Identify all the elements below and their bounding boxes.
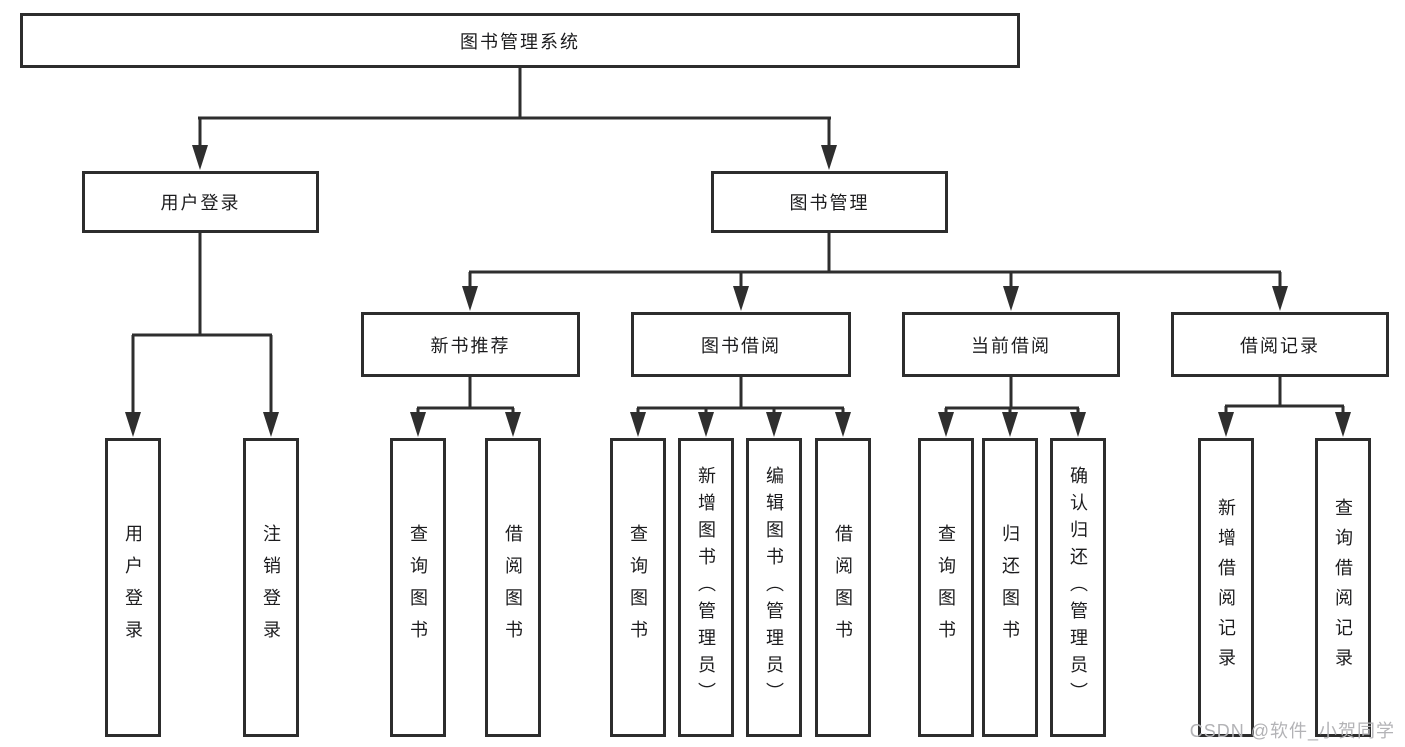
node-current-borrowing: 当前借阅 xyxy=(902,312,1120,377)
leaf-query-books-borrowing-label: 查询图书 xyxy=(628,523,648,652)
node-current-borrowing-label: 当前借阅 xyxy=(971,335,1051,356)
leaf-return-book-label: 归还图书 xyxy=(1000,523,1020,652)
node-book-borrowing-label: 图书借阅 xyxy=(701,335,781,356)
leaf-query-books-current-label: 查询图书 xyxy=(936,523,956,652)
arrowheads xyxy=(125,145,1351,437)
leaf-confirm-return-admin: 确认归还（管理员） xyxy=(1050,438,1106,737)
node-user-login: 用户登录 xyxy=(82,171,319,233)
connector-records-to-leaves xyxy=(1224,377,1345,415)
leaf-edit-book-admin-label: 编辑图书（管理员） xyxy=(764,466,784,709)
leaf-query-books-current: 查询图书 xyxy=(918,438,974,737)
node-root: 图书管理系统 xyxy=(20,13,1020,68)
leaf-query-books-recommend-label: 查询图书 xyxy=(408,523,428,652)
leaf-query-borrow-record-label: 查询借阅记录 xyxy=(1333,497,1353,678)
leaf-add-borrow-record: 新增借阅记录 xyxy=(1198,438,1254,737)
connector-borrowing-to-leaves xyxy=(636,377,845,415)
leaf-query-borrow-record: 查询借阅记录 xyxy=(1315,438,1371,737)
leaf-return-book: 归还图书 xyxy=(982,438,1038,737)
connector-current-to-leaves xyxy=(944,377,1080,415)
leaf-add-book-admin: 新增图书（管理员） xyxy=(678,438,734,737)
leaf-logout-label: 注销登录 xyxy=(261,523,281,652)
node-borrowing-records-label: 借阅记录 xyxy=(1240,335,1320,356)
leaf-confirm-return-admin-label: 确认归还（管理员） xyxy=(1068,466,1088,709)
connector-newbooks-to-leaves xyxy=(416,377,515,415)
node-root-label: 图书管理系统 xyxy=(460,31,580,52)
leaf-logout: 注销登录 xyxy=(243,438,299,737)
csdn-watermark: CSDN @软件_小贺同学 xyxy=(1189,721,1395,741)
node-borrowing-records: 借阅记录 xyxy=(1171,312,1389,377)
leaf-add-borrow-record-label: 新增借阅记录 xyxy=(1216,497,1236,678)
leaf-add-book-admin-label: 新增图书（管理员） xyxy=(696,466,716,709)
leaf-query-books-recommend: 查询图书 xyxy=(390,438,446,737)
connector-bookmgmt-to-level3 xyxy=(468,233,1282,289)
node-book-management-label: 图书管理 xyxy=(789,193,870,213)
node-user-login-label: 用户登录 xyxy=(160,193,241,213)
node-new-book-recommend-label: 新书推荐 xyxy=(430,335,511,356)
node-book-borrowing: 图书借阅 xyxy=(631,312,851,377)
leaf-borrow-books-borrowing: 借阅图书 xyxy=(815,438,871,737)
leaf-borrow-books-recommend-label: 借阅图书 xyxy=(503,523,523,652)
leaf-borrow-books-recommend: 借阅图书 xyxy=(485,438,541,737)
connector-root-to-level2 xyxy=(198,68,831,148)
connector-userlogin-to-leaves xyxy=(131,233,273,415)
leaf-query-books-borrowing: 查询图书 xyxy=(610,438,666,737)
node-new-book-recommend: 新书推荐 xyxy=(361,312,580,377)
leaf-edit-book-admin: 编辑图书（管理员） xyxy=(746,438,802,737)
node-book-management: 图书管理 xyxy=(711,171,948,233)
leaf-user-login: 用户登录 xyxy=(105,438,161,737)
leaf-user-login-label: 用户登录 xyxy=(123,523,143,652)
leaf-borrow-books-borrowing-label: 借阅图书 xyxy=(833,523,853,652)
